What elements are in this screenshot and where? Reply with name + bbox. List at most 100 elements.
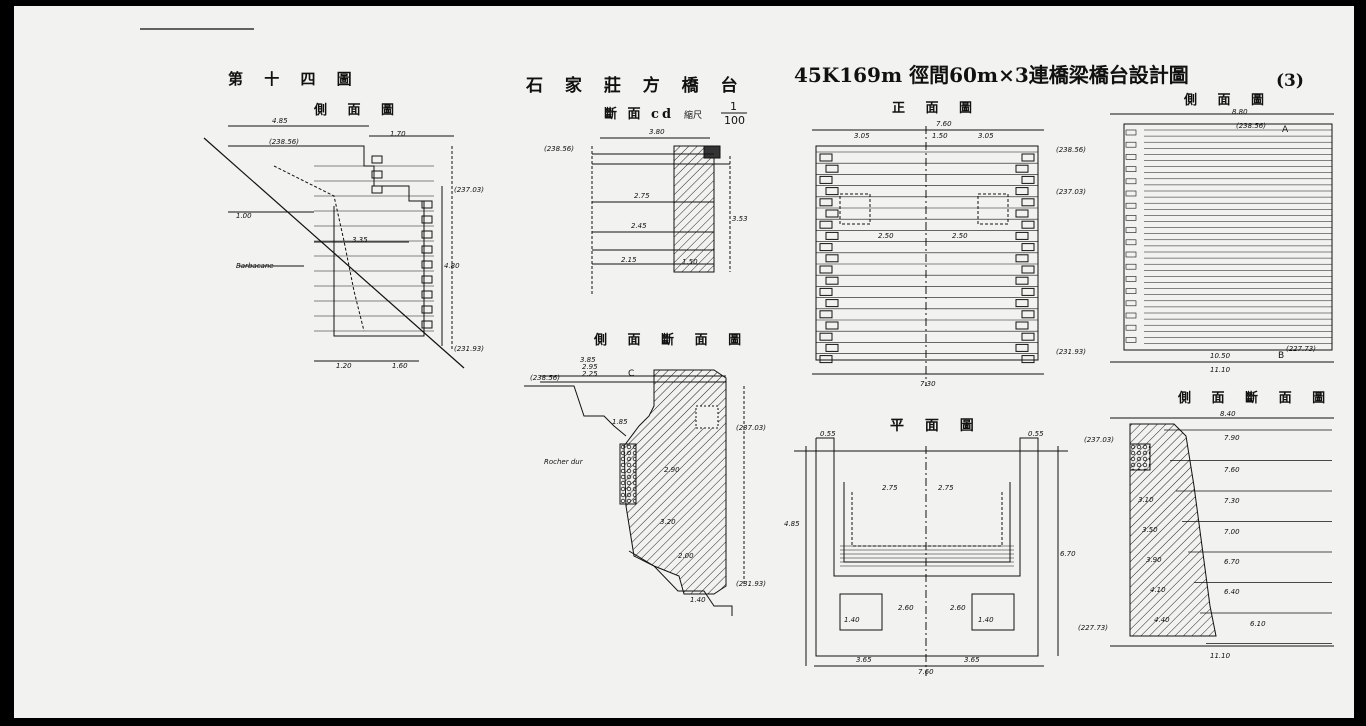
dim-1-00: 1.00 [236,212,252,220]
course-block [421,260,433,269]
front-end-block [1015,299,1029,308]
dim-1-40-plan-left: 1.40 [844,616,860,624]
right-end-block [1125,178,1137,185]
letter-a: A [1282,125,1289,135]
front-end-block [819,175,833,184]
dim-1-40-plan-right: 1.40 [978,616,994,624]
course-block [421,245,433,254]
course-block [421,320,433,329]
dim-3-35: 3.35 [352,236,368,244]
front-end-block [825,276,839,285]
dim-1-85: 1.85 [612,418,628,426]
dim-3-65-left: 3.65 [856,656,872,664]
dim-4-85-plan: 4.85 [784,520,800,528]
plan-step-lines [840,545,1014,567]
barbacane-label: Barbacane [236,262,274,270]
dim-7-90: 7.90 [1224,434,1240,442]
right-end-block [1125,263,1137,270]
right-end-block [1125,129,1137,136]
front-end-block [1021,198,1035,207]
front-end-block [1015,343,1029,352]
dim-0-55-right: 0.55 [1028,430,1044,438]
right-end-block [1125,324,1137,331]
right-end-block [1125,239,1137,246]
right-section-steps [1164,429,1332,644]
section-cd-label: 斷 面 cd [604,106,674,122]
dim-2-25: 2.25 [582,370,598,378]
dim-elev-231-93-front: (231.93) [1056,348,1086,356]
course-block [421,305,433,314]
dim-3-20: 3.20 [660,518,676,526]
front-end-block [1021,310,1035,319]
sheet-number: (3) [1276,71,1304,91]
front-end-block [825,254,839,263]
dim-1-20: 1.20 [336,362,352,370]
front-end-block [1015,187,1029,196]
course-block [421,230,433,239]
dim-11-10-right: 11.10 [1210,366,1231,374]
dim-2-50-right: 2.50 [952,232,968,240]
dim-1-70: 1.70 [390,130,406,138]
dim-elev-237-03-sec: (237.03) [1084,436,1114,444]
right-end-block [1125,166,1137,172]
dim-6-10: 6.10 [1250,620,1266,628]
shijiazhuang-abutment-label: 石 家 莊 方 橋 台 [525,75,746,96]
front-elevation [812,126,1044,386]
front-end-block [1015,321,1029,330]
dim-2-50-left: 2.50 [878,232,894,240]
right-end-block [1125,141,1137,148]
right-end-block [1125,288,1137,294]
dim-8-40: 8.40 [1220,410,1236,418]
dim-elev-231-93-mid: (231.93) [736,580,766,588]
dim-elev-237-03-front: (237.03) [1056,188,1086,196]
dim-elev-238-56-mid: (238.56) [530,374,560,382]
dim-4-40: 4.40 [1154,616,1170,624]
front-end-block [819,287,833,296]
scale-prefix: 縮尺 [684,109,702,121]
front-end-block [825,187,839,196]
front-end-block [1021,175,1035,184]
dim-10-50: 10.50 [1210,352,1231,360]
letter-c: C [628,369,634,379]
dim-elev-237-03-mid: (237.03) [736,424,766,432]
dim-elev-238-56-right: (238.56) [1236,122,1266,130]
course-block [421,290,433,299]
dim-3-05-left: 3.05 [854,132,870,140]
engineering-drawing: 45K169m 徑間60m×3連橋梁橋台設計圖 (3) 第 十 四 圖 側 面 … [140,28,1334,676]
right-end-block [1125,215,1137,221]
dim-1-60: 1.60 [392,362,408,370]
left-side-view [203,125,465,369]
front-end-block [825,209,839,218]
front-view-label: 正 面 圖 [892,100,980,116]
front-end-block [1021,153,1035,162]
front-end-block [819,265,833,274]
dim-7-60-plan: 7.60 [918,668,934,676]
front-end-block [1015,231,1029,240]
dim-11-10-sec: 11.10 [1210,652,1231,660]
dim-2-75-plan-right: 2.75 [938,484,954,492]
dim-3-10: 3.10 [1138,496,1154,504]
dim-6-70-plan: 6.70 [1060,550,1076,558]
section-cd [591,137,731,296]
course-block [421,215,433,224]
front-end-block [825,299,839,308]
front-end-block [1021,243,1035,252]
front-end-block [1015,164,1029,173]
course-block [371,170,383,179]
front-end-block [819,198,833,207]
front-end-block [819,220,833,229]
front-end-block [1021,287,1035,296]
dim-7-60-front: 7.60 [936,120,952,128]
front-end-block [1021,265,1035,274]
front-end-block [825,321,839,330]
dim-elev-231-93-left: (231.93) [454,345,484,353]
front-end-block [825,343,839,352]
dim-elev-238-56-cd: (238.56) [544,145,574,153]
front-end-block [819,153,833,162]
course-block [371,185,383,194]
course-block [371,155,383,164]
dim-3-50: 3.50 [1142,526,1158,534]
scale-numerator: 1 [730,100,737,113]
front-end-block [825,231,839,240]
dim-elev-227-73-right: (227.73) [1286,345,1316,353]
